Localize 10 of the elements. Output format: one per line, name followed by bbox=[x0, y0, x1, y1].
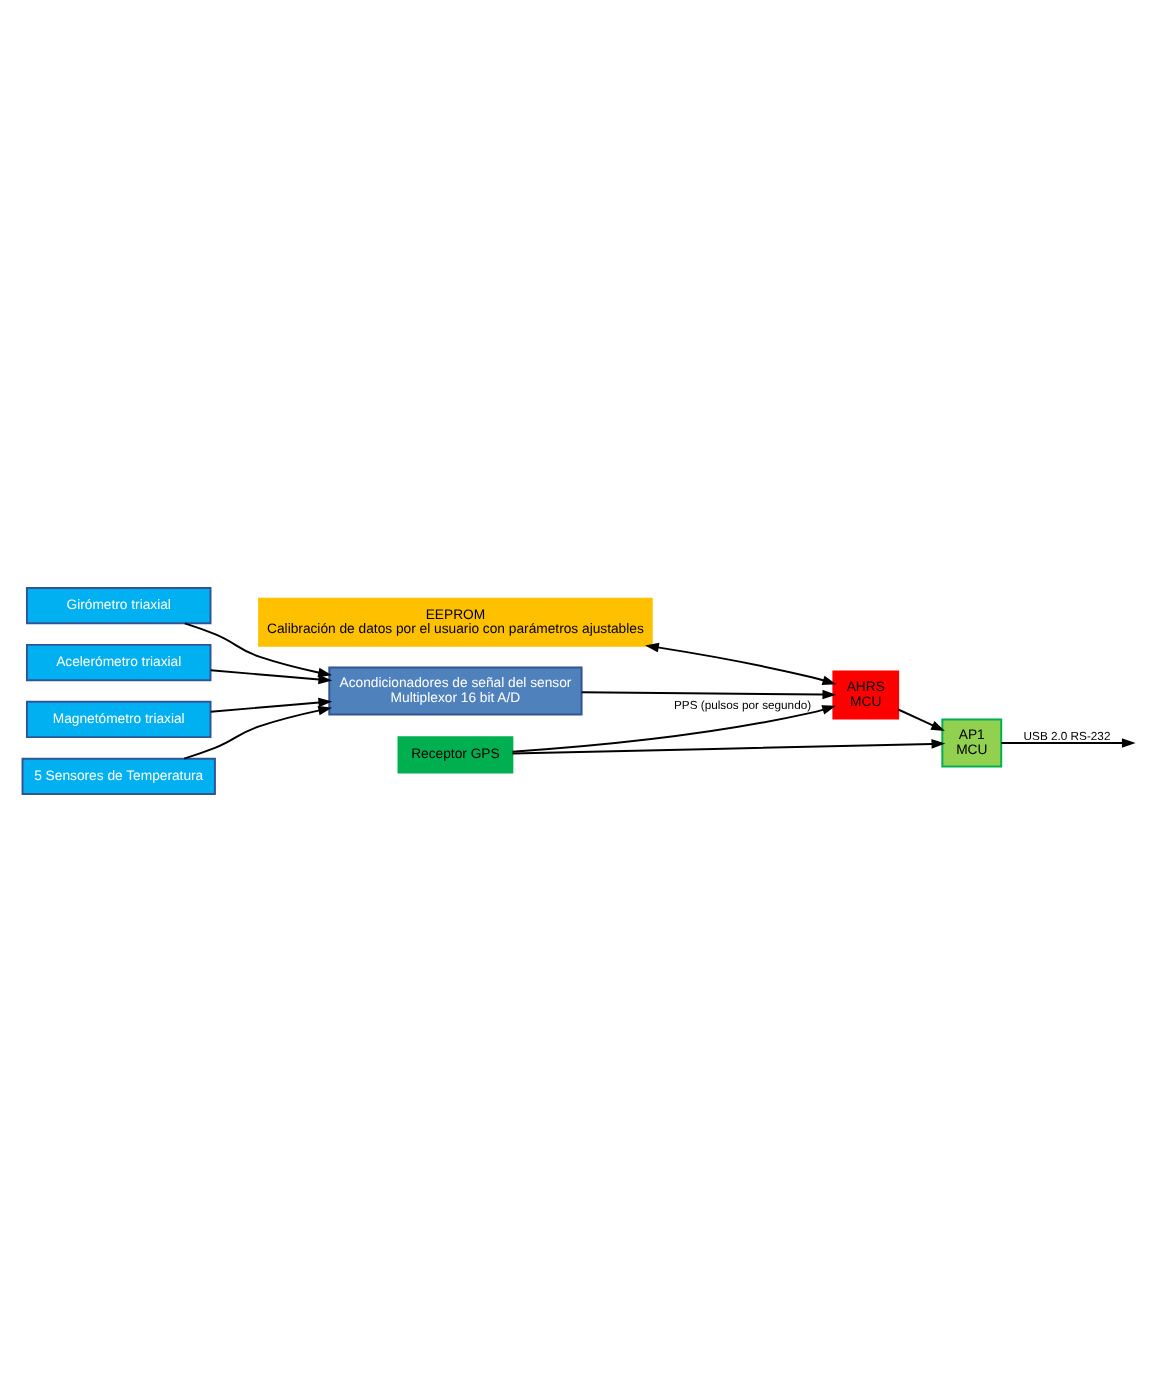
arrow bbox=[580, 689, 837, 700]
arrow bbox=[209, 697, 333, 713]
arrow bbox=[1000, 738, 1136, 748]
arrow bbox=[645, 642, 837, 685]
arrow bbox=[183, 622, 332, 678]
arrow bbox=[511, 739, 946, 755]
arrow bbox=[897, 708, 945, 732]
arrow bbox=[511, 705, 836, 753]
arrow bbox=[183, 705, 333, 760]
arrow bbox=[209, 669, 333, 685]
